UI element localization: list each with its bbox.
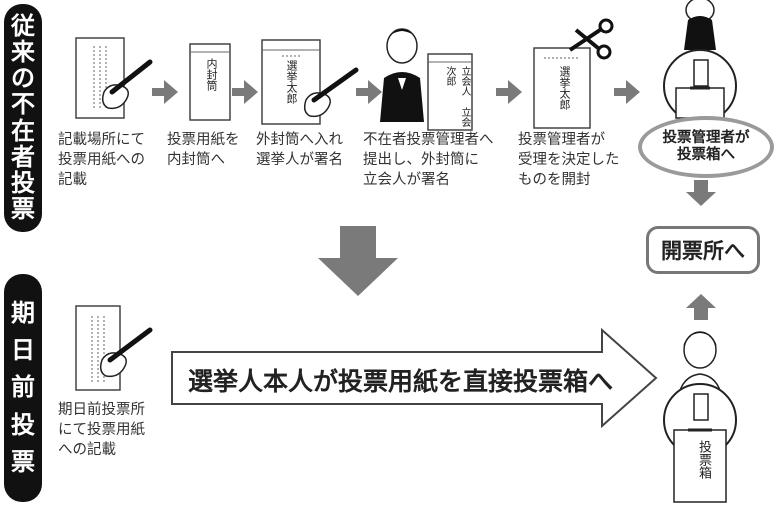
sidebar-char: 従 <box>11 11 35 40</box>
oval-line-2: 投票箱へ <box>677 147 735 163</box>
opened-envelope-label: 選挙太郎 <box>558 66 571 110</box>
sidebar-char: 日 <box>11 336 35 365</box>
witness-envelope-label: 立会人 立会次郎 <box>444 66 470 127</box>
step-arrow-1 <box>152 80 178 104</box>
section-traditional-text: 従来の不在者投票 <box>11 13 35 224</box>
sidebar-char: 者 <box>11 142 35 171</box>
step-arrow-4 <box>496 80 522 104</box>
early-writing-hand-icon <box>99 327 153 378</box>
sidebar-char: の <box>11 64 35 93</box>
writing-hand-icon <box>101 59 153 110</box>
official-at-ballot-box-icon <box>663 0 737 123</box>
counting-station-label: 開票所へ <box>661 239 745 263</box>
sidebar-char: 期 <box>11 299 35 328</box>
sidebar-char: 不 <box>11 90 35 119</box>
step-2-caption: 投票用紙を内封筒へ <box>167 132 240 168</box>
inner-envelope-icon <box>189 43 231 121</box>
section-early-label: 期日前投票 <box>4 274 42 502</box>
up-arrow-to-destination <box>686 294 716 320</box>
transition-down-arrow <box>318 226 398 296</box>
section-traditional-label: 従来の不在者投票 <box>4 4 42 232</box>
outer-envelope-label: 選挙太郎 <box>285 60 298 104</box>
opened-envelope-icon <box>533 47 591 129</box>
sidebar-char: 投 <box>11 410 35 439</box>
down-arrow-to-destination <box>686 180 716 206</box>
ballot-box-label: 投票箱 <box>696 440 711 479</box>
sidebar-char: 投 <box>11 168 35 197</box>
early-caption: 期日前投票所にて投票用紙への記載 <box>58 402 145 458</box>
sidebar-char: 前 <box>11 373 35 402</box>
sidebar-char: 票 <box>11 195 35 224</box>
step-arrow-5 <box>614 80 640 104</box>
step-4-caption: 不在者投票管理者へ提出し、外封筒に立会人が署名 <box>363 132 494 188</box>
signing-hand-icon <box>303 67 359 118</box>
witnessed-envelope-icon <box>427 53 473 131</box>
inner-envelope-label: 内封筒 <box>205 58 218 91</box>
oval-line-1: 投票管理者が <box>662 129 750 146</box>
sidebar-char: 在 <box>11 116 35 145</box>
step-1-caption: 記載場所にて投票用紙への記載 <box>58 132 145 188</box>
sidebar-char: 来 <box>11 37 35 66</box>
section-early-text: 期日前投票 <box>11 289 35 487</box>
step-5-caption: 投票管理者が受理を決定したものを開封 <box>518 132 620 188</box>
early-ballot-paper-icon <box>75 305 121 391</box>
scissors-icon <box>568 18 614 60</box>
official-to-ballot-box-oval: 投票管理者が 投票箱へ <box>638 116 774 178</box>
sidebar-char: 票 <box>11 447 35 476</box>
flow-arrows <box>152 80 716 320</box>
step-3-caption: 外封筒へ入れ選挙人が署名 <box>256 132 343 168</box>
direct-to-box-label: 選挙人本人が投票用紙を直接投票箱へ <box>188 367 614 396</box>
voter-at-ballot-box-icon <box>663 331 737 503</box>
direct-to-box-arrow <box>171 327 658 429</box>
counting-station-box: 開票所へ <box>646 226 760 274</box>
step-arrow-3 <box>356 80 382 104</box>
step-arrow-2 <box>232 80 258 104</box>
official-figure-icon <box>380 28 424 122</box>
